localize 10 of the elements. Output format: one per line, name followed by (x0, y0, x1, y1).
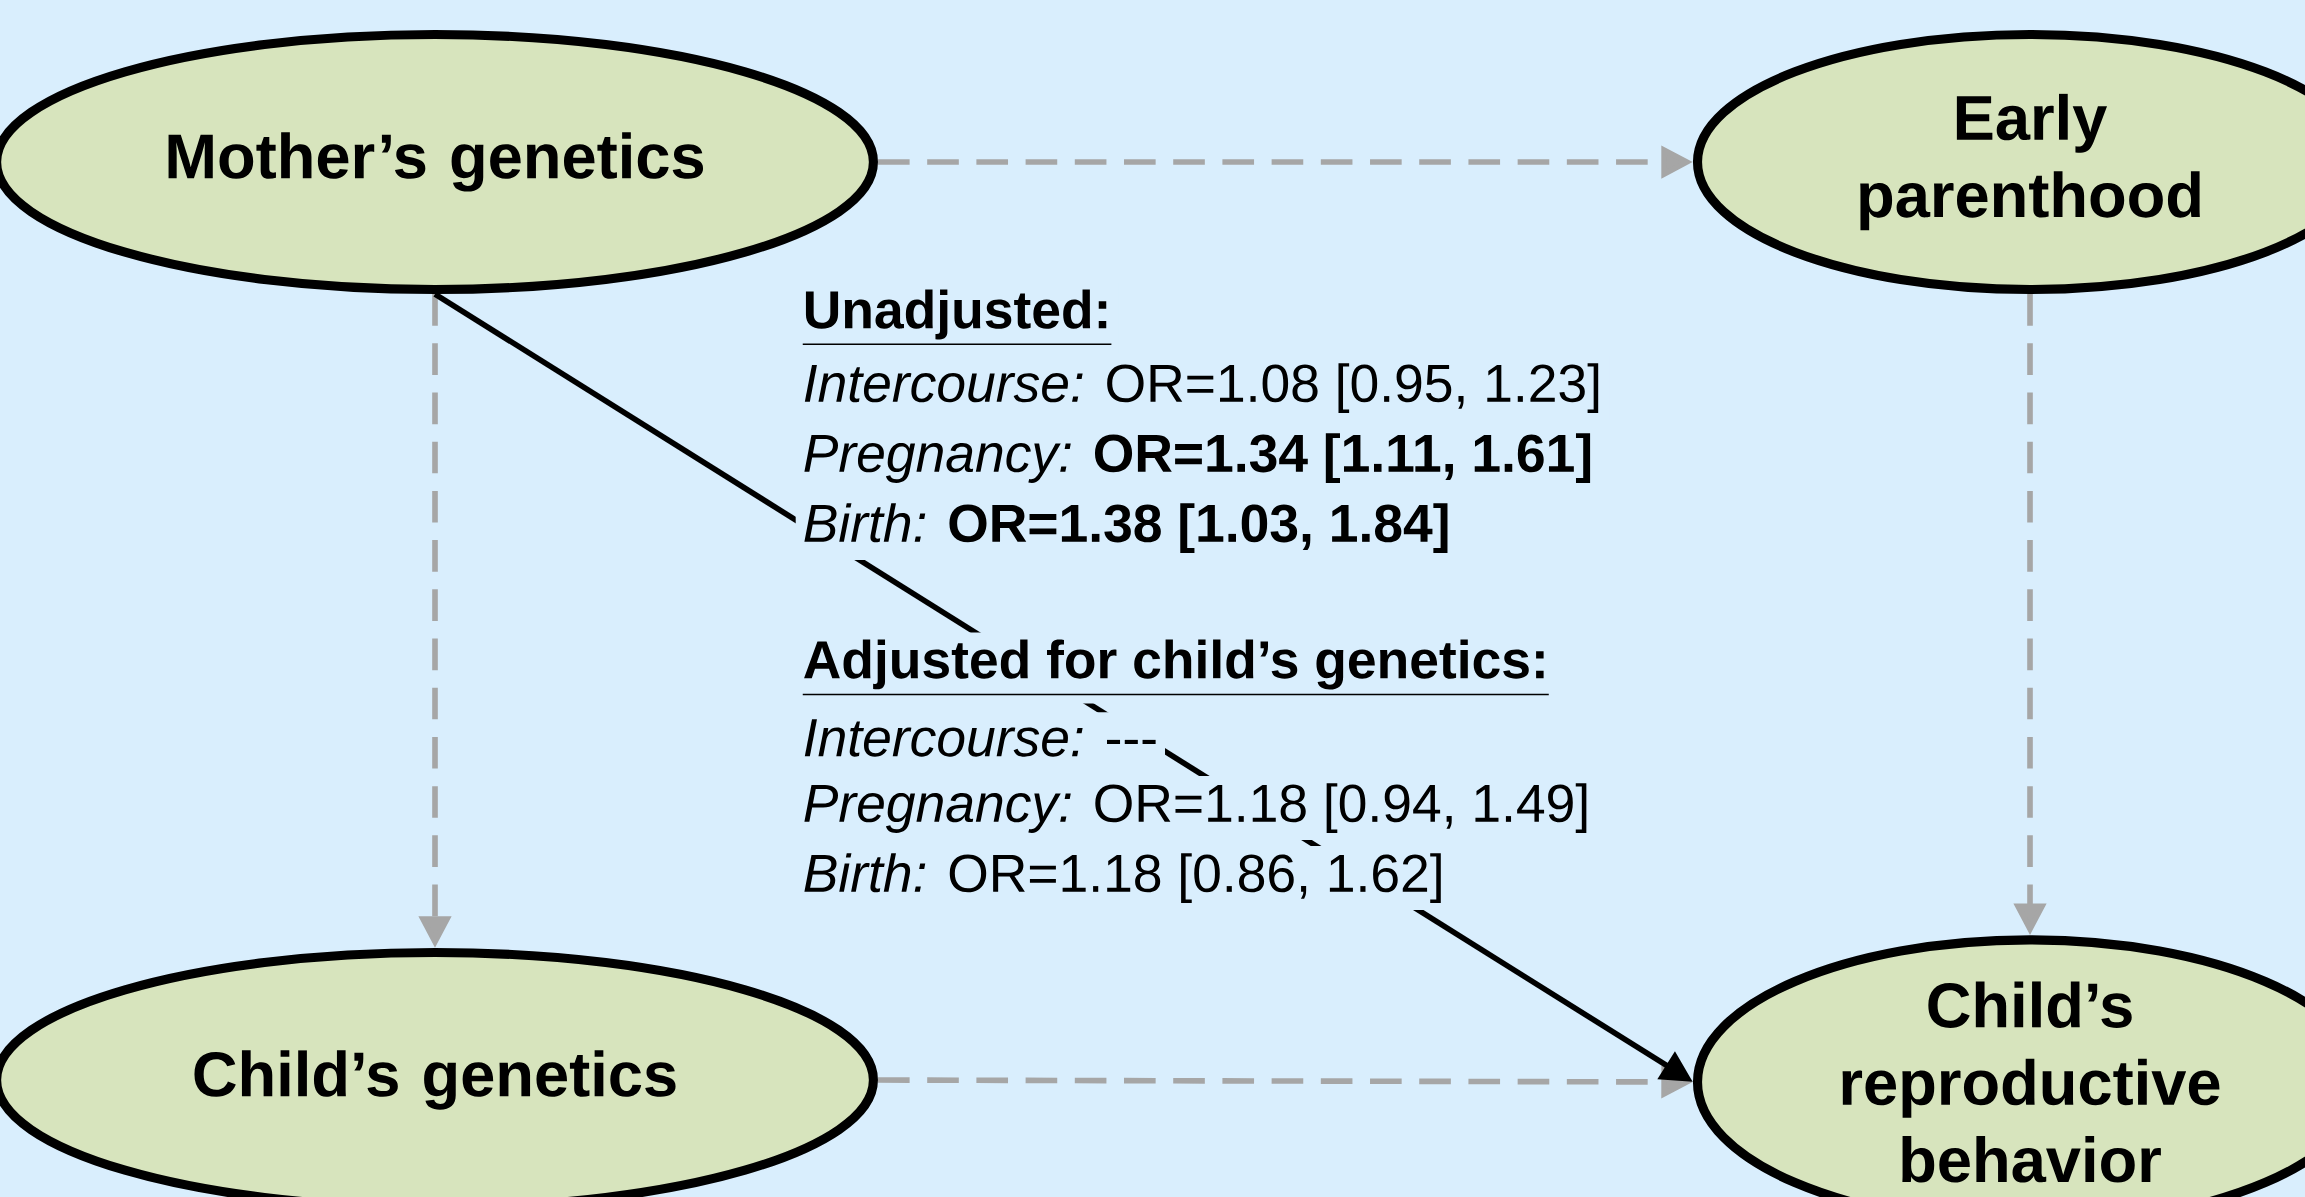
ellipse-node: Early parenthood (1692, 29, 2305, 295)
result-text: Birth: OR=1.38 [1.03, 1.84] (795, 496, 1458, 560)
result-text: Intercourse: OR=1.08 [0.95, 1.23] (795, 356, 1610, 420)
heading: Adjusted for child’s genetics: (795, 632, 1556, 704)
result-text: Pregnancy: OR=1.18 [0.94, 1.49] (795, 776, 1598, 840)
ellipse-node: Child’s genetics (0, 947, 878, 1197)
result-text: Birth: OR=1.18 [0.86, 1.62] (795, 846, 1452, 910)
result-text: Pregnancy: OR=1.34 [1.11, 1.61] (795, 426, 1601, 490)
result-text: Intercourse: --- (795, 712, 1165, 764)
ellipse-node: Child’s reproductive behavior (1692, 935, 2305, 1197)
